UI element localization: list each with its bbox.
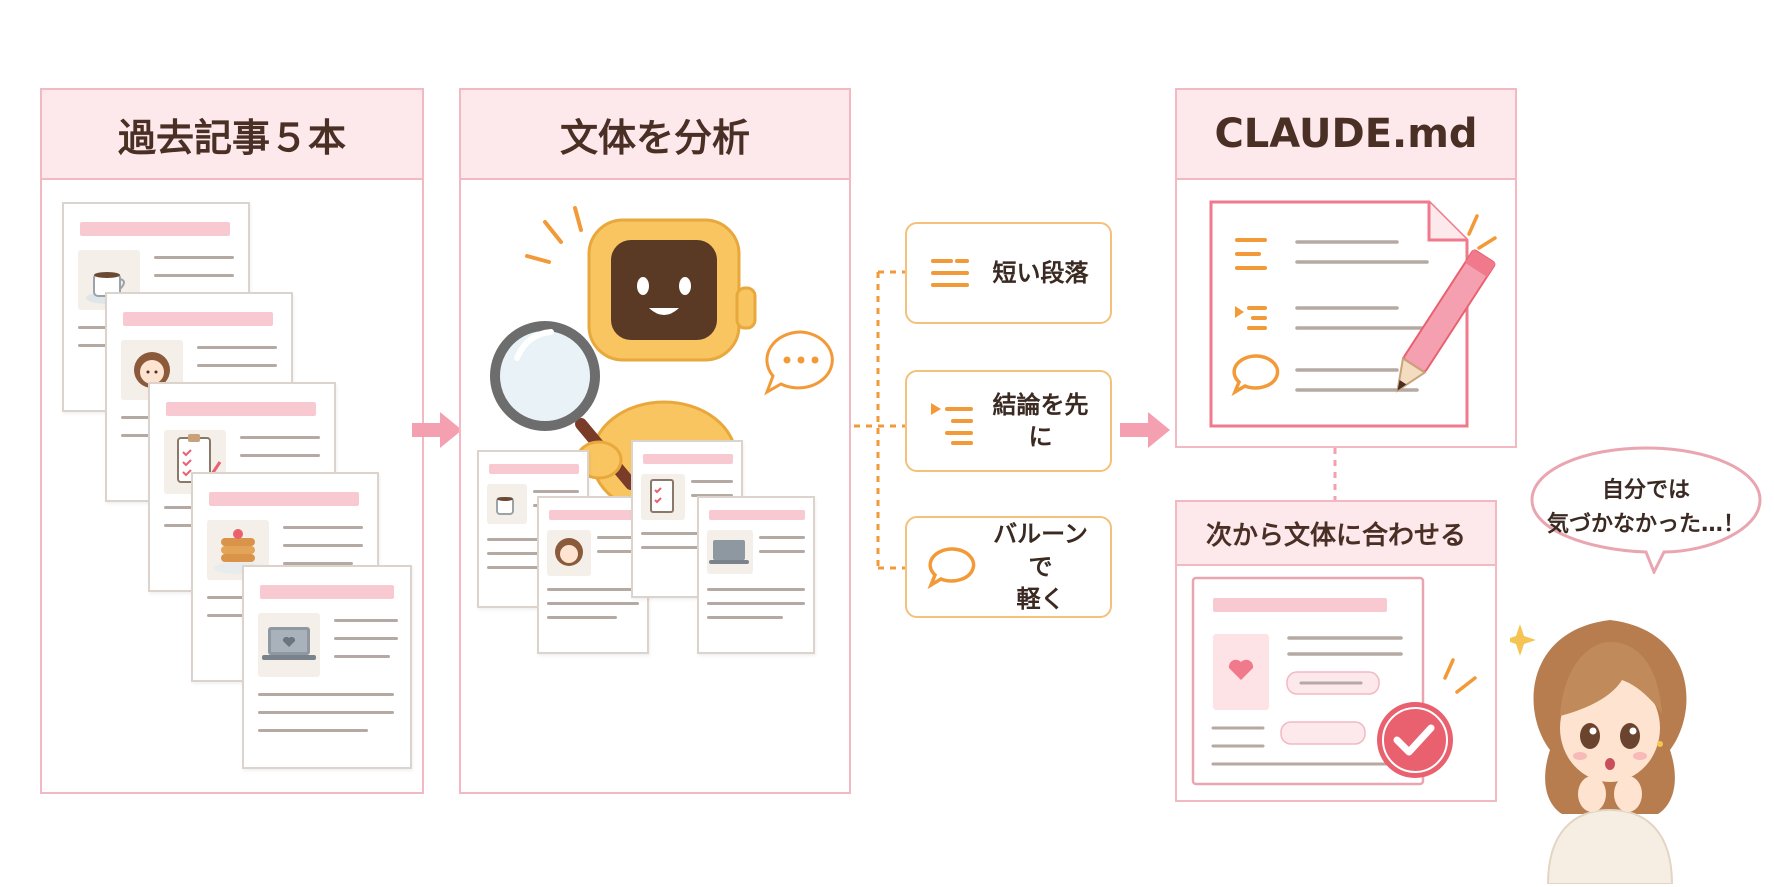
panel-title-past-articles: 過去記事５本 bbox=[42, 90, 422, 180]
girl-portrait-icon bbox=[547, 530, 591, 576]
arrow-right-icon bbox=[1120, 412, 1170, 448]
matched-article-window-icon bbox=[1191, 576, 1477, 786]
laptop-icon bbox=[258, 613, 320, 677]
surprised-girl-icon bbox=[1510, 620, 1687, 884]
coffee-icon bbox=[487, 484, 527, 524]
panel-title-next: 次から文体に合わせる bbox=[1177, 502, 1495, 566]
speech-balloon-icon bbox=[927, 547, 976, 590]
clipboard-icon bbox=[641, 474, 685, 520]
speech-line-2: 気づかなかった…！ bbox=[1546, 512, 1745, 538]
panel-next: 次から文体に合わせる bbox=[1175, 500, 1497, 802]
style-point-label: バルーンで 軽く bbox=[993, 520, 1088, 614]
claude-md-document-icon bbox=[1209, 200, 1497, 428]
panel-past-articles: 過去記事５本 bbox=[40, 88, 424, 794]
speech-bubble: 自分では 気づかなかった…！ bbox=[1528, 444, 1764, 574]
laptop-icon bbox=[707, 530, 753, 574]
analyzed-doc-girl bbox=[537, 496, 649, 654]
conclusion-first-icon bbox=[931, 403, 973, 445]
dotted-vertical-connector bbox=[1333, 448, 1337, 500]
panel-title-analyze: 文体を分析 bbox=[461, 90, 849, 180]
style-point-label: 短い段落 bbox=[992, 258, 1089, 287]
analyzed-doc-laptop bbox=[697, 496, 815, 654]
speech-line-1: 自分では bbox=[1601, 478, 1690, 503]
style-point-label: 結論を先に bbox=[992, 390, 1089, 451]
style-point-conclusion-first: 結論を先に bbox=[905, 370, 1112, 472]
panel-claude-md: CLAUDE.md bbox=[1175, 88, 1517, 448]
speech-bubble-text: 自分では 気づかなかった…！ bbox=[1528, 474, 1764, 542]
short-paragraph-icon bbox=[931, 259, 969, 287]
dotted-connector bbox=[854, 270, 906, 570]
panel-analyze: 文体を分析 bbox=[459, 88, 851, 794]
speech-bubble-shape bbox=[1530, 446, 1762, 574]
panel-title-claude-md: CLAUDE.md bbox=[1177, 90, 1515, 180]
style-point-balloon: バルーンで 軽く bbox=[905, 516, 1112, 618]
thinking-bubble-icon bbox=[764, 330, 834, 396]
style-point-short-paragraph: 短い段落 bbox=[905, 222, 1112, 324]
article-doc-laptop bbox=[242, 565, 412, 769]
arrow-right-icon bbox=[412, 412, 462, 448]
